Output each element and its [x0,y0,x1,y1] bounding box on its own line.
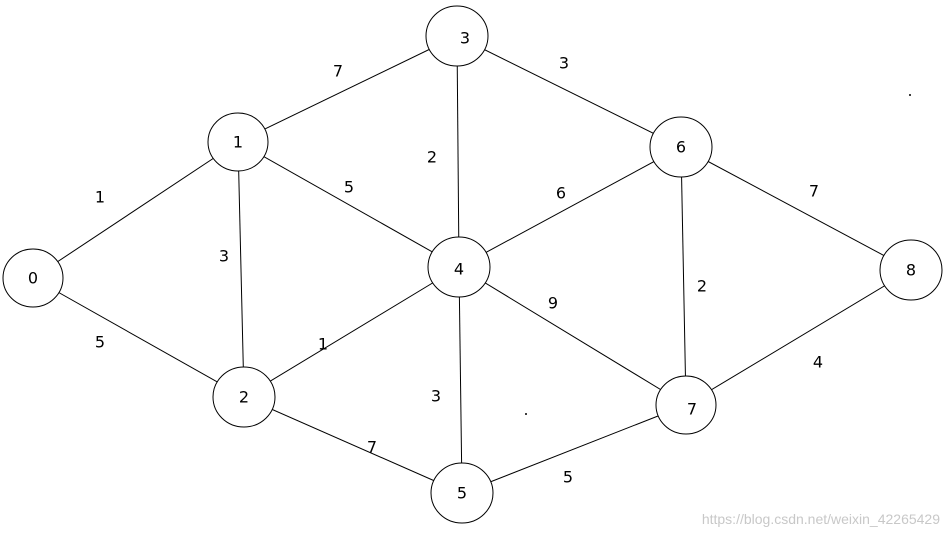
edge-0-1 [32,141,239,279]
edge-4-6 [458,146,682,268]
edge-1-2 [237,141,245,398]
node-label: 2 [239,388,249,407]
node-circle [207,112,269,172]
node-label: 6 [676,138,686,157]
stray-dot [909,94,911,96]
node-8: 8 [879,239,943,301]
edge-weight-4-7: 9 [548,294,558,313]
node-2: 2 [212,366,276,428]
edge-2-5 [243,396,463,494]
edge-weight-1-2: 3 [219,247,229,266]
node-5: 5 [430,462,494,524]
edge-weight-2-5: 7 [367,438,377,457]
edge-3-4 [456,35,460,268]
edge-weight-1-4: 5 [344,178,354,197]
node-label: 0 [28,269,38,288]
edge-2-4 [243,266,460,398]
node-circle [427,236,491,298]
node-circle [2,248,64,308]
node-circle [649,116,713,178]
node-label: 1 [233,133,243,152]
node-3: 3 [425,5,489,67]
edge-weight-0-1: 1 [95,188,105,207]
edge-4-7 [458,266,687,406]
node-4: 4 [427,236,491,298]
edge-4-5 [458,266,463,494]
edge-weight-6-7: 2 [697,277,707,296]
node-6: 6 [649,116,713,178]
node-circle [425,5,489,67]
edge-1-4 [237,141,460,268]
node-label: 3 [460,29,470,48]
watermark-text: https://blog.csdn.net/weixin_42265429 [702,511,940,527]
edge-weight-3-6: 3 [559,54,569,73]
edges-layer [32,35,912,494]
edge-weight-0-2: 5 [95,333,105,352]
node-label: 4 [454,260,464,279]
node-0: 0 [2,248,64,308]
edge-weight-2-4: 1 [318,335,328,354]
edge-weight-1-3: 7 [333,62,343,81]
edge-3-6 [456,35,682,148]
edge-weight-6-8: 7 [809,182,819,201]
edge-weight-5-7: 5 [563,468,573,487]
node-1: 1 [207,112,269,172]
edge-6-7 [680,146,687,406]
edge-weight-3-4: 2 [427,148,437,167]
stray-dot [525,413,527,415]
edge-weight-4-6: 6 [556,184,566,203]
edge-0-2 [32,277,245,398]
edge-5-7 [461,404,687,494]
node-circle [655,375,717,435]
edge-1-3 [237,35,458,143]
edge-weight-4-5: 3 [431,387,441,406]
edge-7-8 [685,269,912,406]
edge-weights-layer: 1 5 7 3 5 2 3 1 7 6 3 9 2 7 5 4 [95,54,823,487]
node-label: 8 [906,261,916,280]
nodes-layer: 0 1 2 3 4 5 6 7 8 [2,5,943,524]
node-circle [212,366,276,428]
node-circle [879,239,943,301]
node-circle [430,462,494,524]
edge-6-8 [680,146,912,271]
node-7: 7 [655,375,717,435]
edge-weight-7-8: 4 [813,353,823,372]
node-label: 5 [457,484,467,503]
node-label: 7 [687,400,697,419]
